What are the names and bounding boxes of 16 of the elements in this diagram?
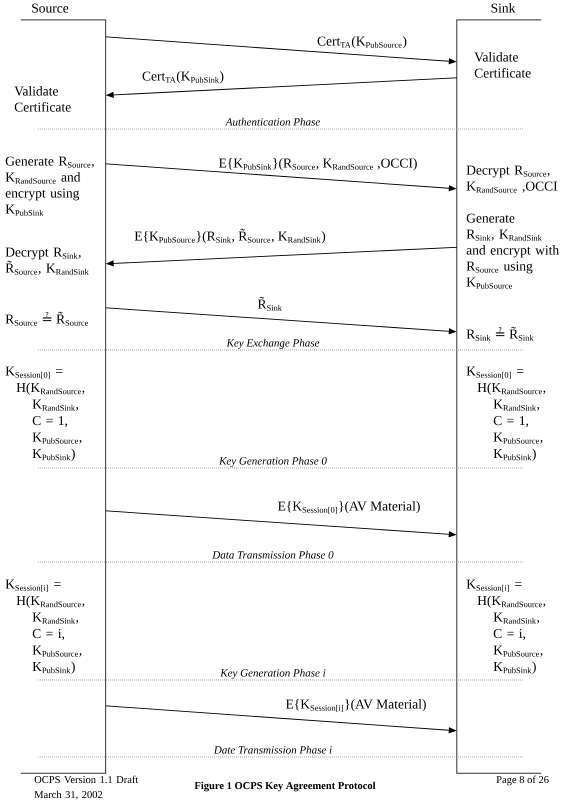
phase-label: Key Generation Phase i [220,668,326,679]
note-text: R$_{Sink}$ ≟ R̃$_{Sink}$ [466,326,534,341]
edge-label: R̃$_{Sink}$ [258,296,282,311]
phase-label: Date Transmission Phase i [214,746,332,754]
phase-label: Key Generation Phase 0 [218,456,327,467]
phase-label: Data Transmission Phase 0 [212,550,334,559]
edge-label: Cert$_{TA}$(K$_{PubSink}$) [142,71,224,84]
note-text: Decrypt R$_{Sink}$, R̃$_{Source}$, K$_{RandSink}$ [6,248,89,275]
edge-label: E{K$_{Session[i]}$}(AV Material) [286,699,426,712]
edge-label: E{K$_{Session[0]}$}(AV Material) [278,501,420,514]
note-text: R$_{Source}$ ≟ R̃$_{Source}$ [6,312,88,326]
caption: Figure 1 OCPS Key Agreement Protocol [194,782,376,792]
phase-label: Key Exchange Phase [226,338,320,349]
note-text: Validate Certificate [474,52,531,78]
note-text: Validate Certificate [14,86,71,112]
phase-label: Authentication Phase [225,118,320,126]
